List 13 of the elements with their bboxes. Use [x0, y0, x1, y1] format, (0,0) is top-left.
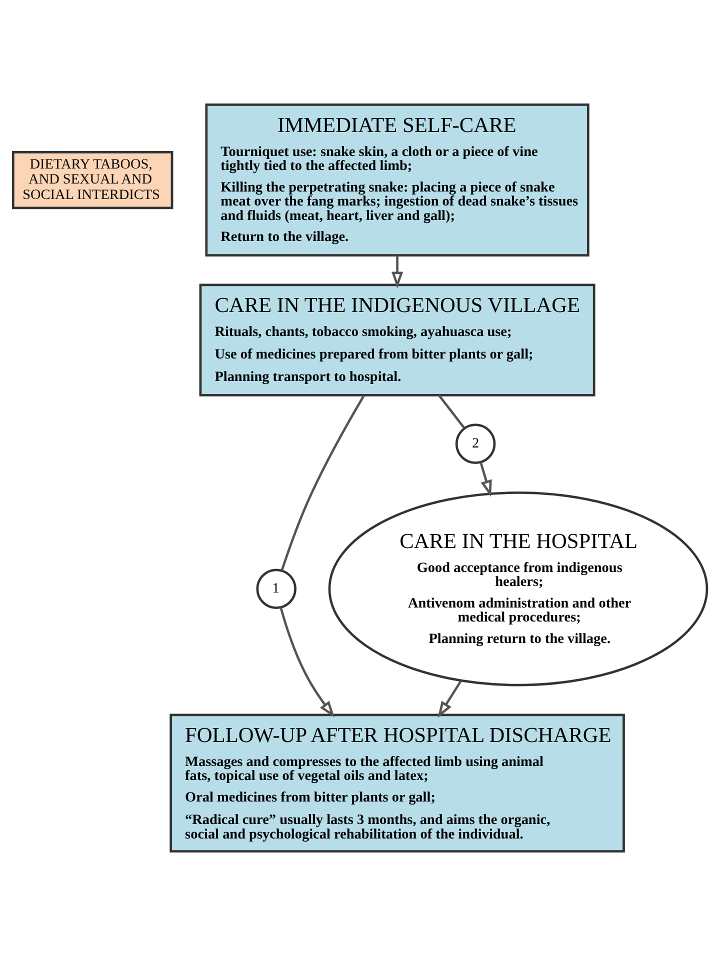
node-box: CARE IN THE INDIGENOUS VILLAGE Rituals, chants, tobacco smoking, ayahuasca use; Use of medicines prepared from bitter plants or gall; Planning transport to hospital. — [199, 283, 596, 396]
node-ellipse: CARE IN THE HOSPITAL Good acceptance from indigenous healers; Antivenom administration and other medical procedures; Planning return to the village. — [328, 490, 708, 686]
node-circle: 1 — [256, 568, 296, 608]
arrow — [391, 254, 404, 288]
arrow — [280, 606, 335, 717]
node-box: DIETARY TABOOS, AND SEXUAL AND SOCIAL INTERDICTS — [12, 150, 174, 209]
arrow — [438, 680, 462, 718]
node-box: FOLLOW-UP AFTER HOSPITAL DISCHARGE Massages and compresses to the affected limb using animal fats, topical use of vegetal oils and latex; Oral medicines from bitter plants or gall; “Radical cure” usually lasts 3 months, and aims the organic, social and psychological rehabilitation of the individual. — [170, 713, 625, 852]
connector — [280, 394, 365, 570]
node-circle: 2 — [455, 423, 496, 464]
arrow — [480, 462, 492, 496]
node-box: IMMEDIATE SELF-CARE Tourniquet use: snake skin, a cloth or a piece of vine tightly tied to the affected limb; Killing the perpetrating snake: placing a piece of snake meat over the fang marks; ingestion of dead snake’s tissues and fluids (meat, heart, liver and gall); Return to the village. — [205, 103, 590, 256]
connector — [438, 394, 466, 428]
